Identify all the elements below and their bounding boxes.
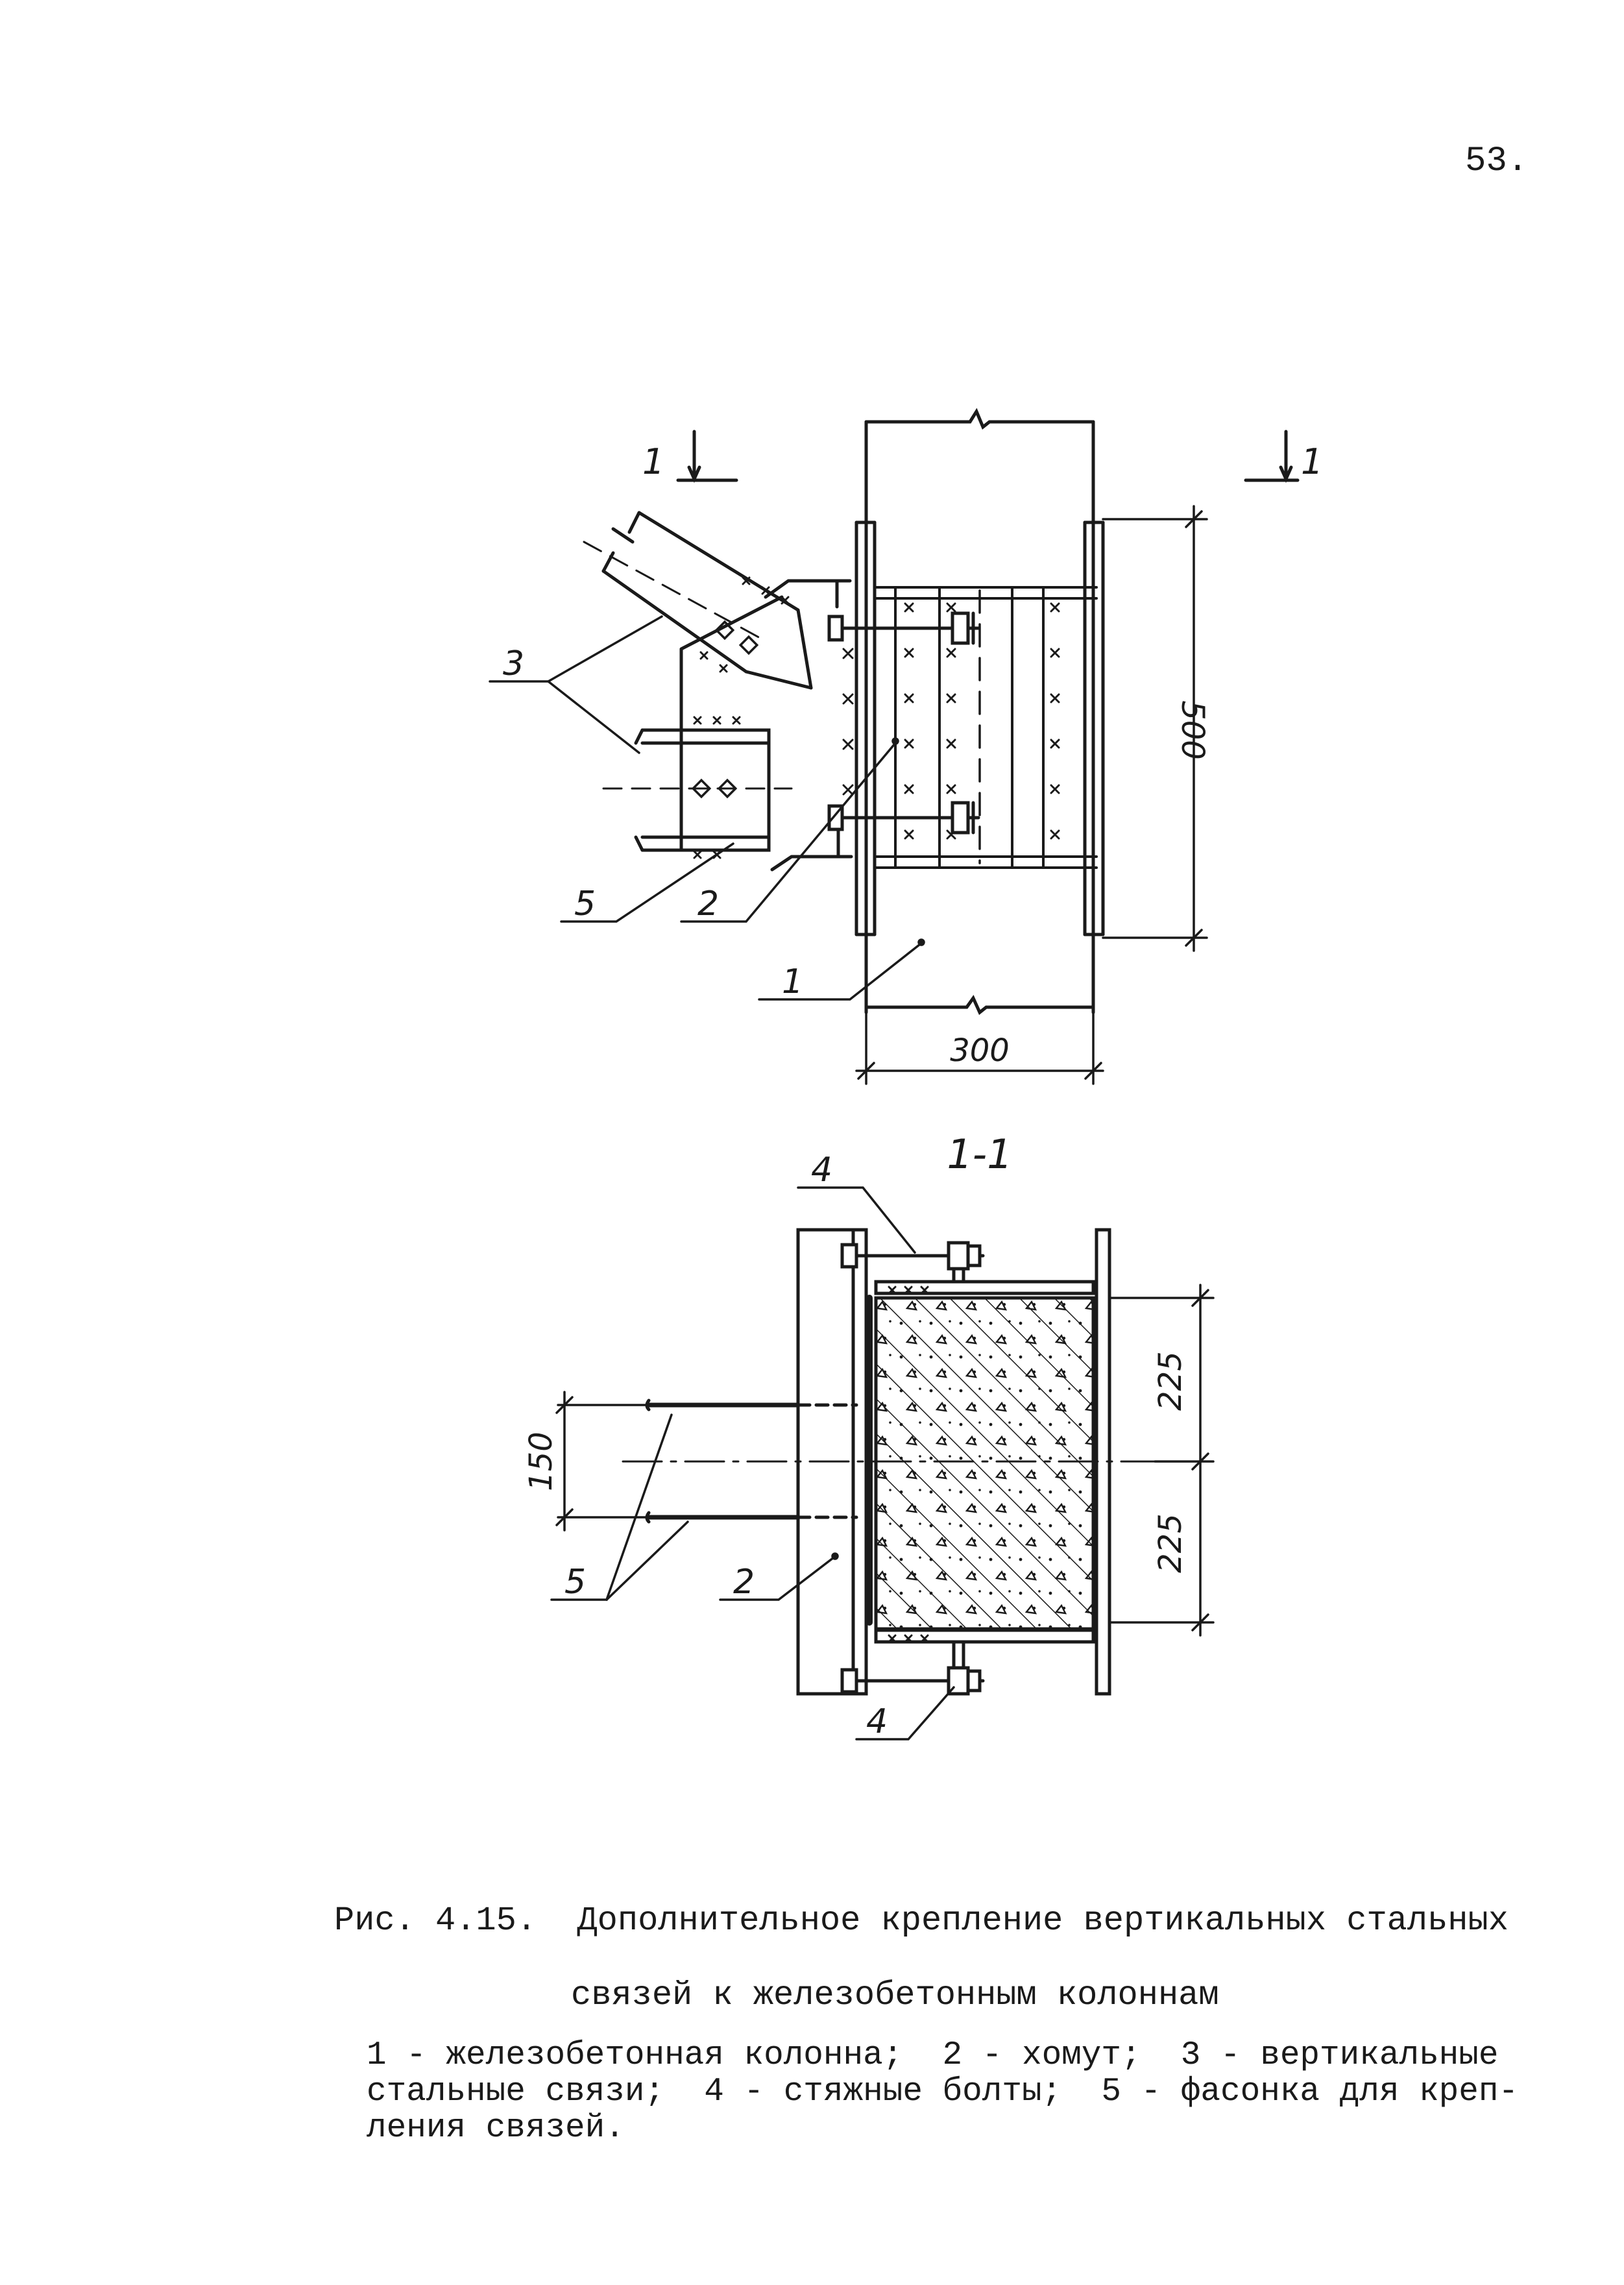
elevation-view: 1 1 3 5 2 1 500 300 xyxy=(489,408,1323,1085)
figure-legend: 1 - железобетонная колонна; 2 - хомут; 3… xyxy=(367,2037,1519,2147)
label-gusset: 5 xyxy=(574,885,596,923)
weld-marks xyxy=(842,602,1060,840)
dimension-150 xyxy=(555,1391,650,1532)
horizontal-brace xyxy=(602,716,793,859)
section-1-1: 1-1 xyxy=(523,1130,1215,1741)
diagonal-brace xyxy=(583,511,813,690)
figure-caption-subtitle: связей к железобетонным колоннам xyxy=(571,1976,1219,2014)
dimension-225-upper-label: 225 xyxy=(1152,1351,1189,1411)
section-mark-left: 1 xyxy=(642,441,664,482)
elevation-bolts xyxy=(827,611,980,835)
label-column: 1 xyxy=(782,962,803,1001)
dimension-500 xyxy=(1102,505,1208,952)
clamp-plates xyxy=(854,520,1105,936)
column xyxy=(864,408,1095,1015)
label-bolts-bottom: 4 xyxy=(866,1702,888,1741)
dimension-500-label: 500 xyxy=(1174,700,1211,760)
dimension-300 xyxy=(855,1011,1104,1085)
dimension-150-label: 150 xyxy=(523,1432,559,1491)
tie-bolt-bottom xyxy=(840,1640,985,1696)
section-arrow-right xyxy=(1244,430,1300,483)
clamp-angles xyxy=(874,1280,1095,1644)
angle-brackets xyxy=(875,586,1098,869)
dimension-225-lower-label: 225 xyxy=(1152,1513,1189,1573)
tie-bolt-top xyxy=(840,1241,985,1284)
label-gussets-section: 5 xyxy=(564,1563,586,1602)
label-clamp: 2 xyxy=(697,885,719,923)
leaders-section xyxy=(550,1186,955,1741)
section-title: 1-1 xyxy=(947,1130,1012,1178)
section-mark-right: 1 xyxy=(1301,441,1323,482)
dimension-225 xyxy=(1108,1284,1215,1637)
page-number: 53. xyxy=(1465,141,1529,181)
dimension-300-label: 300 xyxy=(950,1033,1010,1069)
label-bolts-top: 4 xyxy=(811,1151,832,1190)
label-bracing: 3 xyxy=(503,644,524,683)
section-arrow-left xyxy=(676,430,738,483)
label-clamp-section: 2 xyxy=(733,1563,755,1602)
concrete-column-section xyxy=(874,1296,1095,1631)
figure-caption-title: Рис. 4.15. Дополнительное крепление верт… xyxy=(334,1901,1509,1940)
leaders-elevation xyxy=(489,615,925,1001)
